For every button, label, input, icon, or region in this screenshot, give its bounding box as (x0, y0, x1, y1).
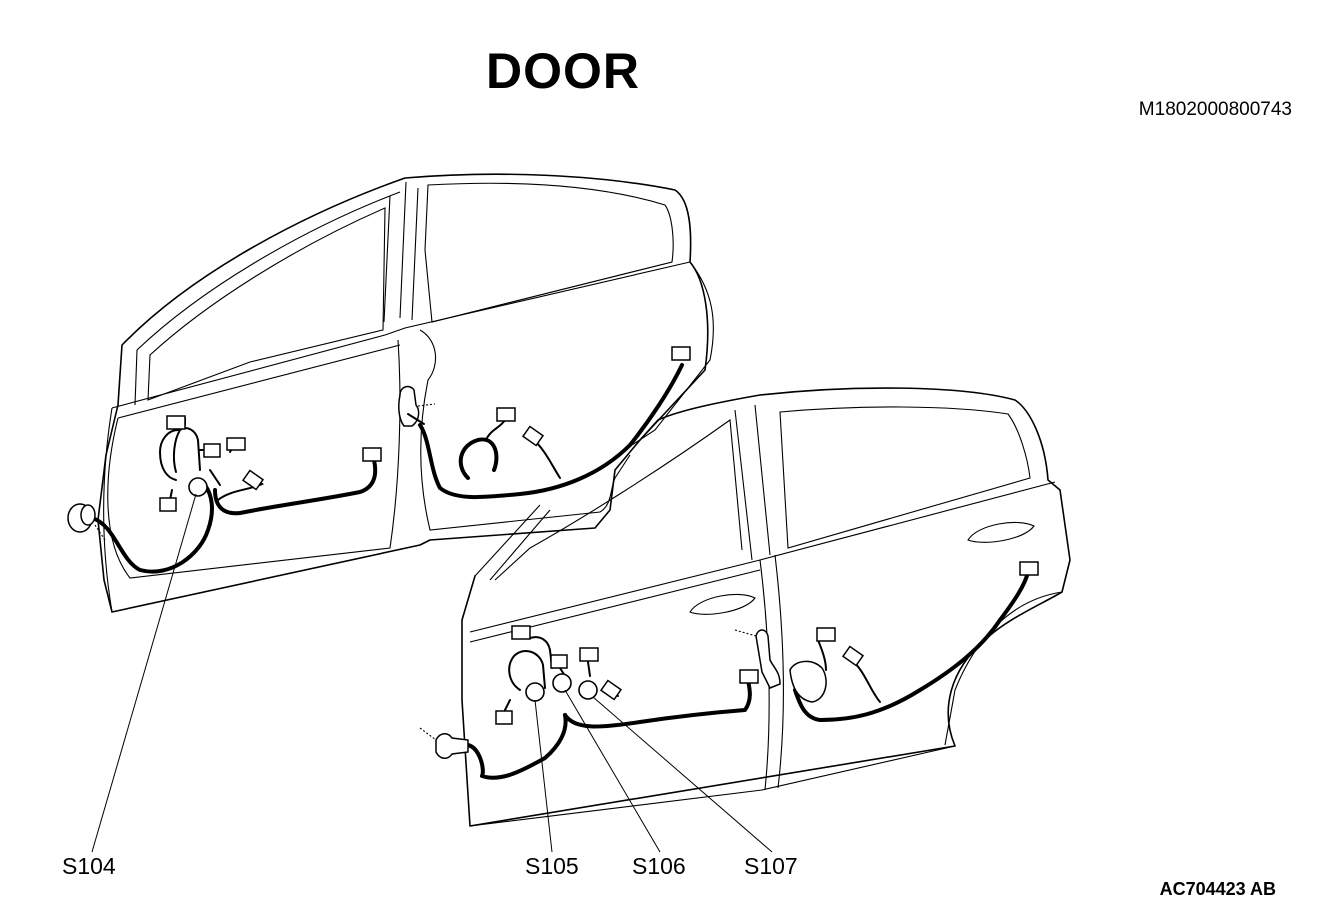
splice-s105-marker (525, 682, 545, 702)
upper-car-body (97, 173, 714, 613)
leader-s106 (564, 689, 661, 853)
splice-s106-marker (552, 673, 572, 693)
document-id: M1802000800743 (1138, 99, 1292, 120)
splice-s104-marker (188, 477, 208, 497)
diagram-title: DOOR (486, 43, 640, 99)
splice-s107-marker (578, 680, 598, 700)
callout-leaders (91, 493, 773, 853)
leader-s104 (91, 493, 197, 853)
lower-front-door-harness (419, 625, 759, 780)
upper-rear-door-harness (398, 346, 691, 500)
callout-s106: S106 (632, 853, 686, 879)
lower-rear-door-harness (734, 561, 1039, 722)
lower-car-body (461, 387, 1071, 827)
callout-s104: S104 (62, 853, 116, 879)
leader-s107 (592, 696, 773, 853)
figure-id: AC704423 AB (1159, 879, 1276, 899)
callout-s105: S105 (525, 853, 579, 879)
callout-s107: S107 (744, 853, 798, 879)
leader-s105 (534, 699, 553, 853)
